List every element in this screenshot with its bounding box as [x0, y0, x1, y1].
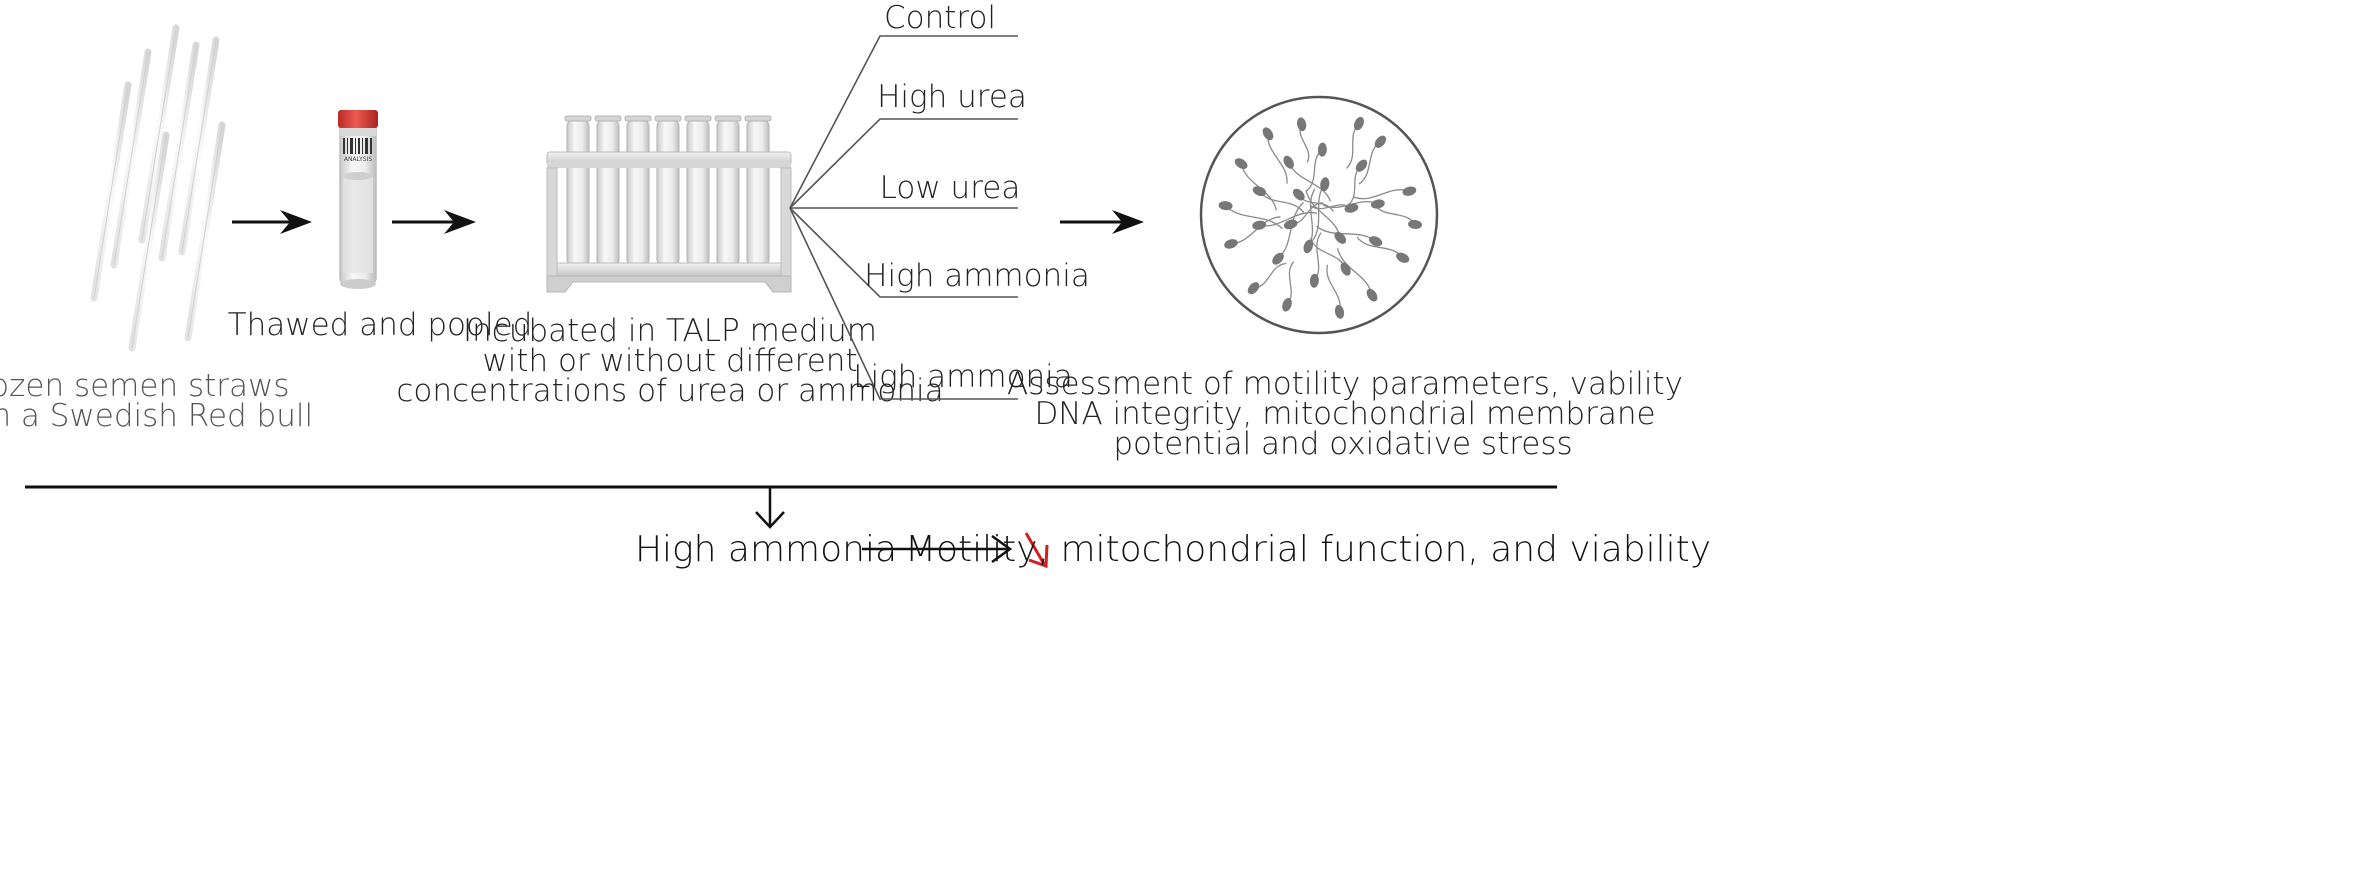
- thawed-tube-illustration: ANALYSIS: [338, 110, 378, 289]
- rack-test-tube: [654, 115, 682, 269]
- sperm-cell: [1346, 116, 1364, 169]
- sperm-cell: [1347, 159, 1368, 206]
- sperm-cell: [1252, 186, 1305, 214]
- sperm-cells: [1218, 116, 1423, 319]
- rack-test-tube: [684, 115, 712, 269]
- treatment-high-ammonia: High ammonia: [864, 258, 1090, 294]
- sperm-cell: [1297, 117, 1310, 163]
- straw: [110, 48, 152, 269]
- sperm-cell: [1272, 201, 1304, 265]
- straw: [158, 41, 200, 262]
- straw: [128, 131, 170, 352]
- sperm-cell: [1224, 216, 1281, 249]
- treatment-ligh-ammonia: Ligh ammonia: [853, 359, 1073, 395]
- sperm-cell: [1309, 203, 1359, 213]
- rack-test-tube: [594, 115, 622, 269]
- sperm-cell: [1262, 127, 1288, 184]
- incubated-caption-line2: with or without different: [482, 343, 857, 379]
- treatment-high-urea: High urea: [877, 79, 1027, 115]
- arrow-1-icon: [232, 210, 312, 234]
- test-tube-rack-illustration: [546, 115, 792, 293]
- down-arrow-icon: [755, 487, 785, 529]
- treatment-branches: [789, 35, 1018, 400]
- sperm-cell: [1303, 188, 1316, 254]
- treatment-branch-line: [789, 35, 1018, 209]
- straw: [90, 81, 132, 302]
- treatment-control: Control: [884, 0, 996, 36]
- semen-straws-illustration: [90, 24, 226, 352]
- arrow-2-icon: [392, 210, 476, 234]
- treatment-branch-line: [789, 207, 1018, 400]
- treatment-branch-line: [789, 118, 1018, 209]
- decrease-arrow-icon: [1024, 532, 1049, 569]
- sperm-cell: [1305, 142, 1327, 192]
- straw: [178, 36, 220, 256]
- assessment-caption-line1: Assessment of motility parameters, vabil…: [1007, 366, 1683, 402]
- frozen-caption-line2: from a Swedish Red bull: [0, 398, 313, 434]
- sperm-microscope-illustration: [1199, 95, 1439, 335]
- sperm-cell: [1305, 189, 1347, 244]
- sperm-cell: [1358, 135, 1387, 185]
- assessment-caption-line3: potential and oxidative stress: [1113, 426, 1572, 462]
- rack-test-tube: [714, 115, 742, 269]
- rack-test-tube: [564, 115, 592, 269]
- sperm-cell: [1292, 188, 1334, 212]
- sperm-cell: [1311, 177, 1330, 242]
- barcode-icon: [343, 138, 372, 154]
- arrow-3-icon: [1060, 210, 1144, 234]
- tube-label-text: ANALYSIS: [344, 156, 372, 163]
- thawed-caption: Thawed and pooled: [228, 307, 533, 343]
- assessment-caption-line2: DNA integrity, mitochondrial membrane: [1034, 396, 1655, 432]
- sperm-cell: [1309, 232, 1322, 288]
- sperm-cell: [1247, 262, 1287, 295]
- frozen-caption-line1: Frozen semen straws: [0, 368, 290, 404]
- treatment-low-urea: Low urea: [880, 170, 1021, 206]
- rack-test-tube: [744, 115, 772, 269]
- sperm-cell: [1326, 264, 1345, 319]
- sperm-cell: [1353, 186, 1417, 200]
- rack-tubes: [564, 115, 772, 269]
- sperm-cell: [1356, 236, 1410, 263]
- treatment-branch-line: [789, 207, 1018, 298]
- straw: [184, 121, 226, 342]
- result-arrow-icon: [862, 534, 1013, 564]
- sperm-cell: [1282, 261, 1295, 312]
- result-effect: Motility, mitochondrial function, and vi…: [905, 529, 1711, 570]
- sperm-cell: [1316, 225, 1383, 247]
- rack-test-tube: [624, 115, 652, 269]
- incubated-caption-line3: concentrations of urea or ammonia: [396, 373, 943, 409]
- straw: [138, 24, 180, 244]
- sperm-cell: [1218, 201, 1283, 230]
- result-cause: High ammonia: [635, 529, 897, 570]
- sperm-cell: [1336, 248, 1378, 302]
- sperm-cell: [1283, 155, 1332, 202]
- incubated-caption-line1: Incubated in TALP medium: [463, 313, 877, 349]
